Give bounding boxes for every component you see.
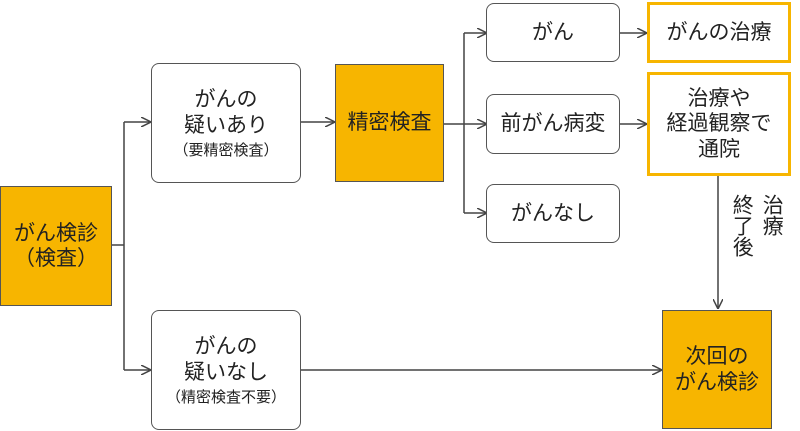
- next-screening-label-1: 次回の: [685, 344, 749, 369]
- edge-label-after-completion: 終了後: [730, 194, 755, 257]
- screening-label: がん検診: [14, 220, 98, 245]
- screening-box: がん検診 （検査）: [0, 186, 112, 306]
- detailed-exam-label: 精密検査: [347, 110, 432, 135]
- edge-label-treatment: 治療: [760, 194, 785, 236]
- suspected-box: がんの 疑いあり （要精密検査）: [151, 63, 301, 183]
- treatment-followup-box: 治療や 経過観察で 通院: [647, 72, 791, 176]
- treatment-followup-label-1: 治療や: [687, 86, 751, 111]
- cancer-box: がん: [486, 3, 620, 62]
- next-screening-box: 次回の がん検診: [662, 310, 772, 429]
- precancer-label: 前がん病変: [500, 111, 606, 136]
- next-screening-label-2: がん検診: [675, 369, 759, 394]
- screening-sublabel: （検査）: [14, 246, 98, 270]
- no-cancer-box: がんなし: [486, 184, 620, 243]
- treatment-followup-label-2: 経過観察で: [666, 111, 772, 136]
- not-suspected-box: がんの 疑いなし （精密検査不要）: [151, 310, 301, 430]
- cancer-label: がん: [532, 19, 574, 44]
- not-suspected-note: （精密検査不要）: [165, 387, 286, 406]
- cancer-treatment-box: がんの治療: [647, 2, 791, 63]
- precancer-box: 前がん病変: [486, 94, 620, 154]
- not-suspected-label-2: 疑いなし: [184, 359, 268, 384]
- detailed-exam-box: 精密検査: [335, 64, 444, 182]
- not-suspected-label-1: がんの: [194, 334, 258, 359]
- no-cancer-label: がんなし: [511, 200, 595, 225]
- suspected-label-2: 疑いあり: [184, 112, 268, 137]
- treatment-followup-label-3: 通院: [698, 136, 740, 161]
- cancer-treatment-label: がんの治療: [666, 19, 772, 44]
- suspected-label-1: がんの: [194, 87, 258, 112]
- suspected-note: （要精密検査）: [173, 140, 279, 159]
